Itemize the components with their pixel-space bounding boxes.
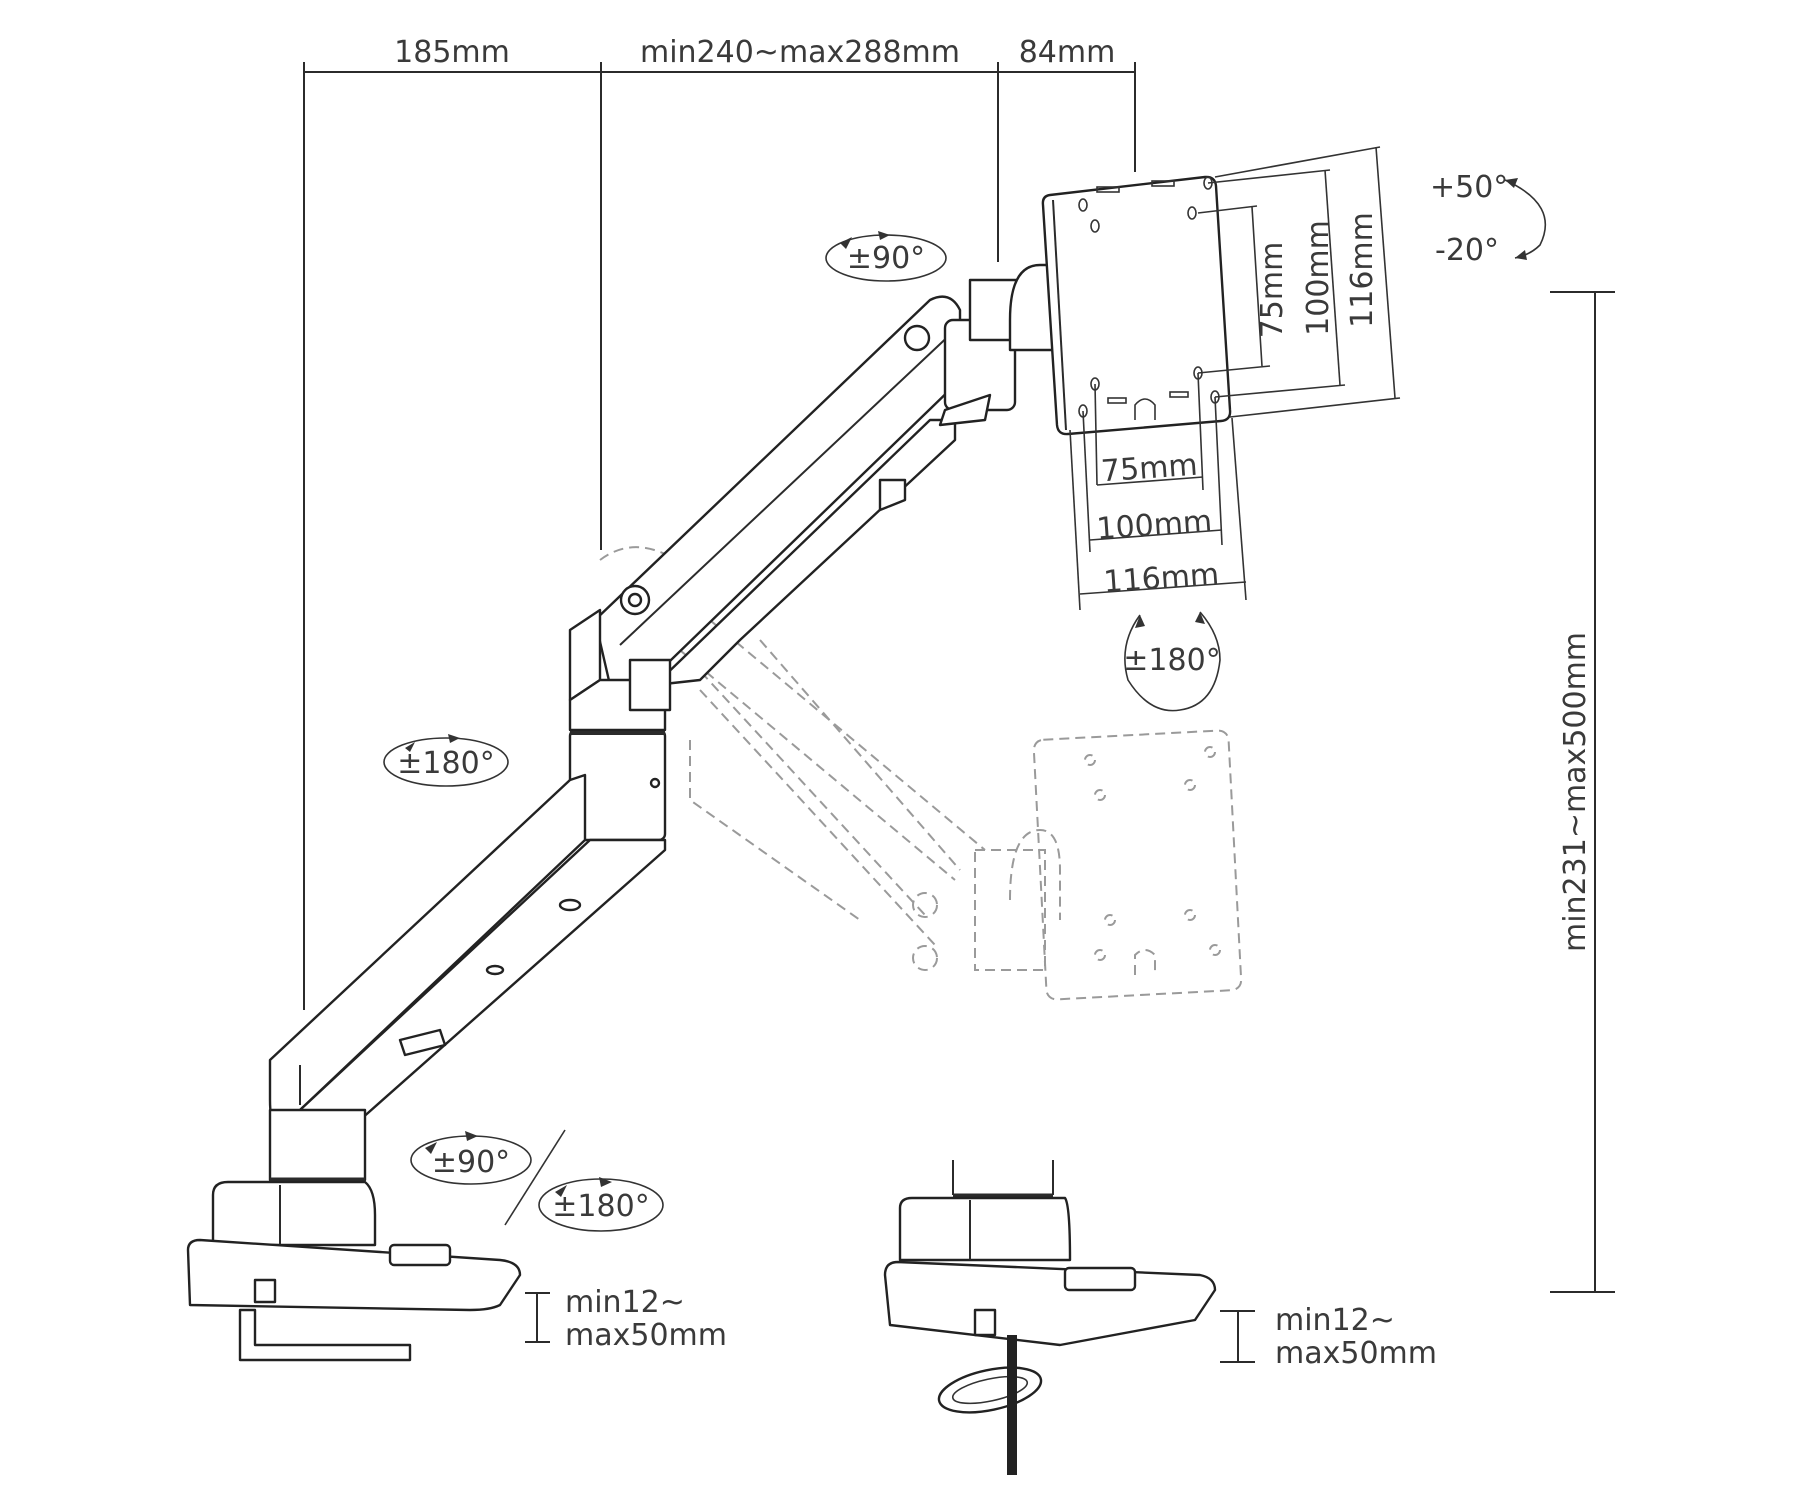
vesa-v-116: 116mm (1345, 212, 1380, 328)
head-joint (938, 263, 1057, 427)
base-arm-swivel-label: ±90° (432, 1145, 510, 1180)
vesa-v-75: 75mm (1255, 242, 1290, 339)
dim-base-offset: 185mm (394, 35, 510, 70)
panel-rotation-label: ±180° (1123, 643, 1220, 678)
right-clamp-range-bracket (1220, 1310, 1255, 1363)
head-swivel-label: ±90° (847, 241, 925, 276)
tilt-down: -20° (1435, 233, 1499, 268)
height-range-dimension (1550, 291, 1615, 1293)
tilt-up: +50° (1430, 170, 1508, 205)
vesa-horizontal-dims (1069, 372, 1247, 611)
base-rotation-icon (538, 1177, 664, 1232)
left-base-clamp (186, 1108, 522, 1362)
dim-head-offset: 84mm (1019, 35, 1116, 70)
dim-arm-reach: min240~max288mm (640, 35, 960, 70)
right-base-grommet (883, 1160, 1217, 1475)
upper-arm (593, 295, 962, 696)
elbow-joint (568, 608, 672, 842)
right-clamp-max: max50mm (1275, 1336, 1437, 1371)
vesa-vertical-dims (1197, 146, 1401, 418)
left-clamp-max: max50mm (565, 1318, 727, 1353)
vesa-h-116: 116mm (1102, 557, 1220, 600)
left-clamp-range-bracket (525, 1292, 550, 1343)
vesa-h-75: 75mm (1100, 448, 1199, 490)
vesa-v-100: 100mm (1301, 220, 1336, 336)
vesa-h-100: 100mm (1095, 504, 1213, 547)
base-rotation-label: ±180° (552, 1189, 649, 1224)
top-dimension-line (303, 62, 1136, 1010)
panel-rotation-icon (1124, 611, 1221, 712)
head-swivel-rotation-icon (825, 231, 947, 282)
elbow-swivel-rotation-icon (383, 734, 509, 787)
right-clamp-min: min12~ (1275, 1303, 1395, 1338)
left-clamp-min: min12~ (565, 1285, 685, 1320)
vesa-plate (1041, 175, 1232, 436)
base-arm-swivel-rotation-icon (410, 1131, 532, 1185)
elbow-swivel-label: ±180° (397, 746, 494, 781)
separator-slash (504, 1129, 566, 1226)
tilt-arc-icon (1504, 178, 1547, 260)
height-range-label: min231~max500mm (1558, 632, 1593, 952)
